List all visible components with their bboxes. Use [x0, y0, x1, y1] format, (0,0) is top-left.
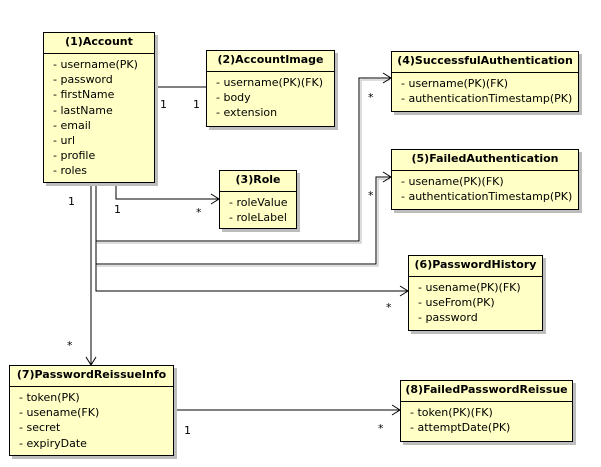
attribute: - password [418, 311, 478, 325]
multiplicity-label: 1 [193, 98, 200, 111]
link-account-role [115, 183, 218, 200]
attribute: - authenticationTimestamp(PK) [401, 92, 573, 106]
multiplicity-label: 1 [68, 195, 75, 208]
class-account: (1)Account - username(PK) - password - f… [43, 32, 155, 183]
attribute: - lastName [53, 103, 113, 117]
link-account-success-shadow [97, 79, 390, 244]
attribute-list: - token(PK)(FK) - attemptDate(PK) [401, 402, 572, 435]
link-account-failed [96, 176, 390, 265]
attribute: - usename(FK) [19, 406, 100, 420]
multiplicity-label: 1 [114, 203, 121, 216]
attribute: - body [216, 91, 251, 105]
multiplicity-label: 1 [160, 98, 167, 111]
class-title: (2)AccountImage [207, 51, 334, 72]
attribute-list: - username(PK) - password - firstName - … [44, 54, 154, 179]
attribute: - token(PK)(FK) [410, 406, 493, 419]
attribute: - useFrom(PK) [418, 296, 495, 310]
multiplicity-label: * [196, 206, 202, 219]
attribute: - token(PK) [19, 391, 80, 404]
attribute: - username(PK)(FK) [216, 76, 324, 89]
attribute: - roles [53, 164, 88, 178]
attribute: - secret [19, 421, 61, 435]
class-successful-authentication: (4)SuccessfulAuthentication - username(P… [391, 51, 579, 112]
attribute: - username(PK)(FK) [401, 77, 509, 90]
attribute: - email [53, 118, 91, 132]
link-account-history [95, 183, 407, 292]
attribute: - password [53, 73, 113, 87]
class-title: (1)Account [44, 33, 154, 54]
attribute: - extension [216, 106, 278, 120]
attribute: - roleLabel [229, 211, 287, 225]
attribute: - attemptDate(PK) [410, 421, 511, 435]
multiplicity-label: * [368, 189, 374, 202]
link-account-success [96, 77, 390, 242]
multiplicity-label: * [368, 91, 374, 104]
attribute: - profile [53, 149, 96, 163]
attribute-list: - usename(PK)(FK) - useFrom(PK) - passwo… [409, 277, 542, 326]
attribute-list: - username(PK)(FK) - body - extension [207, 72, 334, 121]
class-failed-password-reissue: (8)FailedPasswordReissue - token(PK)(FK)… [400, 380, 573, 442]
class-title: (3)Role [220, 171, 296, 192]
attribute-list: - roleValue - roleLabel [220, 192, 296, 225]
class-password-reissue-info: (7)PasswordReissueInfo - token(PK) - use… [9, 365, 174, 456]
attribute-list: - token(PK) - usename(FK) - secret - exp… [10, 387, 173, 451]
class-title: (4)SuccessfulAuthentication [392, 52, 578, 73]
multiplicity-label: * [386, 301, 392, 314]
attribute: - usename(PK)(FK) [401, 175, 504, 188]
class-title: (6)PasswordHistory [409, 256, 542, 277]
attribute: - expiryDate [19, 436, 87, 450]
attribute: - username(PK) [53, 58, 138, 71]
multiplicity-label: * [67, 339, 73, 352]
attribute: - authenticationTimestamp(PK) [401, 190, 573, 204]
class-title: (7)PasswordReissueInfo [10, 366, 173, 387]
class-account-image: (2)AccountImage - username(PK)(FK) - bod… [206, 50, 335, 127]
class-role: (3)Role - roleValue - roleLabel [219, 170, 297, 229]
multiplicity-label: * [378, 422, 384, 435]
attribute: - firstName [53, 88, 115, 102]
class-title: (5)FailedAuthentication [392, 150, 578, 171]
attribute: - usename(PK)(FK) [418, 281, 521, 294]
link-account-failed-shadow [97, 178, 390, 267]
attribute: - roleValue [229, 196, 288, 209]
class-failed-authentication: (5)FailedAuthentication - usename(PK)(FK… [391, 149, 579, 210]
attribute: - url [53, 134, 76, 148]
attribute-list: - username(PK)(FK) - authenticationTimes… [392, 73, 578, 106]
class-title: (8)FailedPasswordReissue [401, 381, 572, 402]
multiplicity-label: 1 [184, 424, 191, 437]
attribute-list: - usename(PK)(FK) - authenticationTimest… [392, 171, 578, 204]
class-password-history: (6)PasswordHistory - usename(PK)(FK) - u… [408, 255, 543, 331]
